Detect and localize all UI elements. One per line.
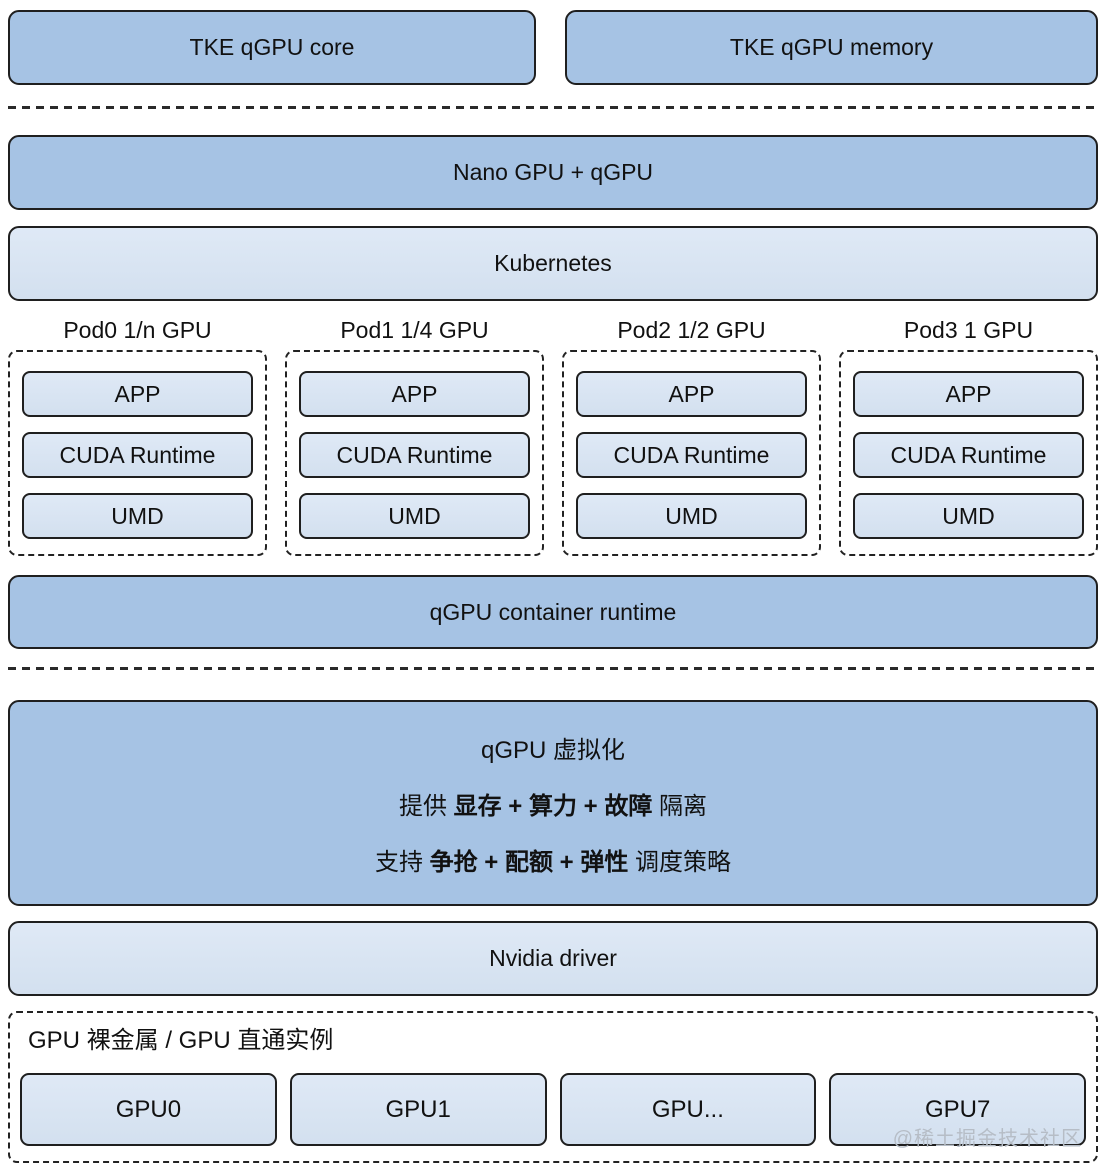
nano-gpu-label: Nano GPU + qGPU [452, 159, 654, 185]
box-qgpu-virtualization: qGPU 虚拟化 提供 显存 + 算力 + 故障 隔离 支持 争抢 + 配额 +… [8, 700, 1098, 906]
virtualization-isolation-line: 提供 显存 + 算力 + 故障 隔离 [399, 786, 707, 821]
box-nvidia-driver: Nvidia driver [8, 921, 1098, 996]
pod1-umd-box: UMD [299, 493, 530, 539]
gpu7-box: GPU7 [829, 1073, 1086, 1146]
pod1-column: Pod1 1/4 GPU APP CUDA Runtime UMD [285, 316, 544, 556]
box-nano-gpu: Nano GPU + qGPU [8, 135, 1098, 210]
isolation-suffix: 隔离 [652, 792, 708, 820]
pod3-label: Pod3 1 GPU [903, 317, 1034, 343]
kubernetes-label: Kubernetes [494, 250, 612, 276]
box-tke-qgpu-core: TKE qGPU core [8, 10, 536, 85]
pod0-container: APP CUDA Runtime UMD [8, 350, 267, 556]
pod1-container: APP CUDA Runtime UMD [285, 350, 544, 556]
watermark: @稀土掘金技术社区 [892, 1128, 1082, 1150]
scheduling-suffix: 调度策略 [628, 848, 732, 876]
pod0-label: Pod0 1/n GPU [63, 317, 212, 343]
nvidia-driver-label: Nvidia driver [489, 945, 617, 971]
tke-qgpu-core-label: TKE qGPU core [189, 34, 355, 60]
pod3-cuda-runtime-box: CUDA Runtime [853, 432, 1084, 478]
pod2-umd-box: UMD [576, 493, 807, 539]
bare-metal-label: GPU 裸金属 / GPU 直通实例 [28, 1027, 334, 1054]
pod1-app-box: APP [299, 371, 530, 417]
pod2-label: Pod2 1/2 GPU [617, 317, 766, 343]
pod2-app-box: APP [576, 371, 807, 417]
gpu-row: GPU0 GPU1 GPU... GPU7 [20, 1073, 1086, 1146]
virtualization-title: qGPU 虚拟化 [480, 736, 626, 764]
top-layer-row: TKE qGPU core TKE qGPU memory [8, 10, 1098, 85]
box-tke-qgpu-memory: TKE qGPU memory [565, 10, 1098, 85]
scheduling-bold: 争抢 + 配额 + 弹性 [429, 848, 629, 876]
pod3-container: APP CUDA Runtime UMD [839, 350, 1098, 556]
pod2-cuda-runtime-box: CUDA Runtime [576, 432, 807, 478]
pod2-container: APP CUDA Runtime UMD [562, 350, 821, 556]
pod1-cuda-runtime-box: CUDA Runtime [299, 432, 530, 478]
pod3-column: Pod3 1 GPU APP CUDA Runtime UMD [839, 316, 1098, 556]
pod0-cuda-runtime-box: CUDA Runtime [22, 432, 253, 478]
virtualization-scheduling-line: 支持 争抢 + 配额 + 弹性 调度策略 [375, 842, 731, 877]
gpu-ellipsis-box: GPU... [559, 1073, 817, 1146]
pod1-label: Pod1 1/4 GPU [340, 317, 489, 343]
pod0-umd-box: UMD [22, 493, 253, 539]
pod0-column: Pod0 1/n GPU APP CUDA Runtime UMD [8, 316, 267, 556]
qgpu-container-runtime-label: qGPU container runtime [429, 598, 677, 625]
pods-row: Pod0 1/n GPU APP CUDA Runtime UMD Pod1 1… [8, 316, 1098, 556]
pod3-umd-box: UMD [853, 493, 1084, 539]
tke-qgpu-memory-label: TKE qGPU memory [729, 34, 934, 60]
dashed-separator-top [8, 106, 1098, 109]
gpu1-box: GPU1 [289, 1073, 547, 1146]
pod2-column: Pod2 1/2 GPU APP CUDA Runtime UMD [562, 316, 821, 556]
isolation-bold: 显存 + 算力 + 故障 [453, 792, 653, 820]
gpu0-box: GPU0 [20, 1073, 277, 1146]
box-qgpu-container-runtime: qGPU container runtime [8, 575, 1098, 649]
dashed-separator-middle [8, 667, 1098, 670]
box-kubernetes: Kubernetes [8, 226, 1098, 301]
pod3-app-box: APP [853, 371, 1084, 417]
scheduling-prefix: 支持 [374, 848, 430, 876]
pod0-app-box: APP [22, 371, 253, 417]
isolation-prefix: 提供 [398, 792, 454, 820]
bare-metal-container: GPU 裸金属 / GPU 直通实例 GPU0 GPU1 GPU... GPU7 [8, 1011, 1098, 1163]
